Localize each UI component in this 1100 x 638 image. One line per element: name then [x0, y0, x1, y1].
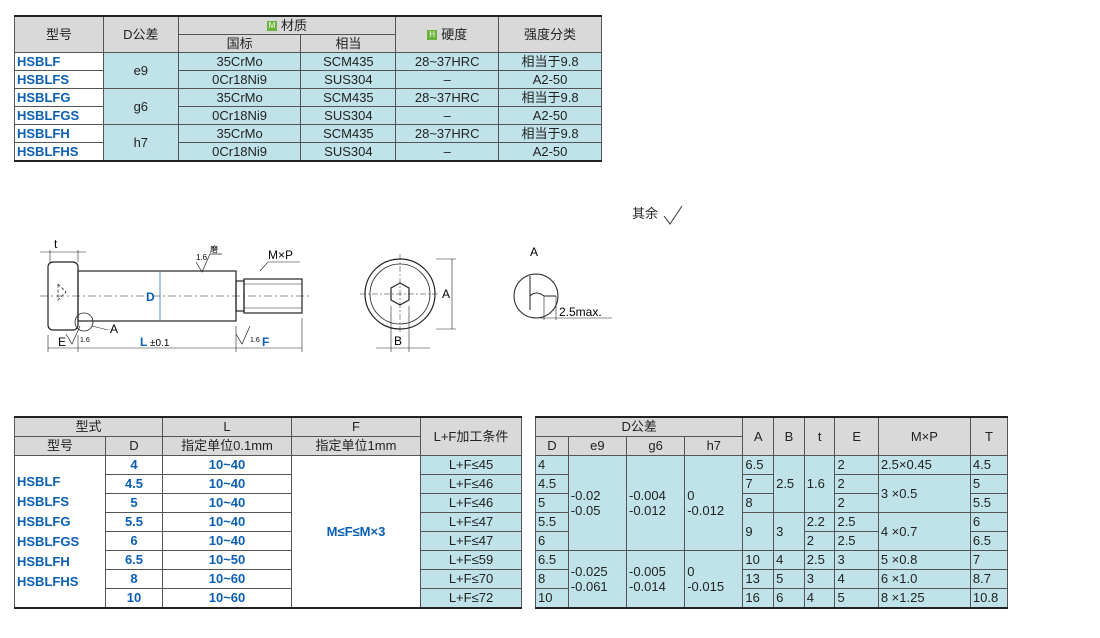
detail-a-view	[513, 273, 612, 320]
label-a-detail: A	[530, 245, 538, 259]
header-lf-cond: L+F加工条件	[420, 416, 522, 456]
header-l-unit: 指定单位0.1mm	[162, 436, 292, 456]
material-badge-icon: M	[267, 21, 277, 32]
roughness-check-icon	[663, 205, 683, 225]
bolt-side-view	[40, 250, 310, 352]
h7-tol-2: 0-0.015	[684, 550, 744, 609]
table-row: 5.5 9 3 2.2 2.5 4 ×0.7 6	[535, 512, 1009, 551]
label-roughness-1: 1.6	[196, 253, 208, 262]
e9-tol-1: -0.02-0.05	[567, 455, 628, 551]
header-strength: 强度分类	[498, 15, 602, 53]
label-l: L	[140, 335, 147, 349]
label-a-side: A	[110, 322, 118, 336]
technical-drawing: t D M×P A E L ±0.1 F 1.6 磨 1.6 1.6 A B A…	[40, 237, 612, 352]
label-d: D	[146, 290, 155, 304]
table-row: 4 -0.02-0.05 -0.004-0.012 0-0.012 6.5 2.…	[535, 455, 1009, 551]
g6-tol-2: -0.005-0.014	[625, 550, 686, 609]
table-row: 6.5 -0.025-0.061 -0.005-0.014 0-0.015 10…	[535, 550, 1009, 609]
header-f: F	[291, 416, 421, 437]
header-d-tol: D公差	[102, 15, 179, 53]
header-model: 型号	[14, 15, 104, 53]
label-e: E	[58, 335, 66, 349]
header-d2: D	[105, 436, 163, 456]
dimension-table: D公差 A B t E M×P T D e9 g6 h7 4 -0.02-0.0…	[534, 416, 1009, 609]
header-equiv: 相当	[300, 34, 397, 53]
label-roughness-3: 1.6	[250, 337, 260, 344]
label-grind: 磨	[210, 244, 218, 254]
label-b: B	[394, 334, 402, 348]
g6-tol-1: -0.004-0.012	[625, 455, 686, 551]
e9-tol-2: -0.025-0.061	[567, 550, 628, 609]
header-type: 型式	[14, 416, 163, 437]
table-row: 5 8 2 5.5	[535, 493, 1009, 513]
label-max: 2.5max.	[559, 305, 602, 319]
size-selection-table: 型式 L F L+F加工条件 型号 D 指定单位0.1mm 指定单位1mm HS…	[14, 416, 522, 609]
header-f-unit: 指定单位1mm	[291, 436, 421, 456]
header-l: L	[162, 416, 292, 437]
f-range: M≤F≤M×3	[291, 455, 421, 609]
bolt-end-view	[360, 254, 456, 352]
roughness-note: 其余	[632, 203, 686, 226]
header-model2: 型号	[14, 436, 106, 456]
header-dtol: D公差	[534, 416, 744, 437]
label-mxp: M×P	[268, 248, 293, 262]
label-f: F	[262, 335, 269, 349]
table-row: 8 13 5 3 4 6 ×1.0 8.7	[535, 569, 1009, 589]
table-row: 10 16 6 4 5 8 ×1.25 10.8	[535, 588, 1009, 609]
h7-tol-1: 0-0.012	[684, 455, 744, 551]
hardness-badge-icon: H	[427, 30, 438, 41]
header-gb: 国标	[177, 34, 302, 53]
label-a-end: A	[442, 287, 450, 301]
label-t: t	[54, 237, 58, 251]
label-l-tol: ±0.1	[150, 338, 170, 349]
label-roughness-2: 1.6	[80, 337, 90, 344]
